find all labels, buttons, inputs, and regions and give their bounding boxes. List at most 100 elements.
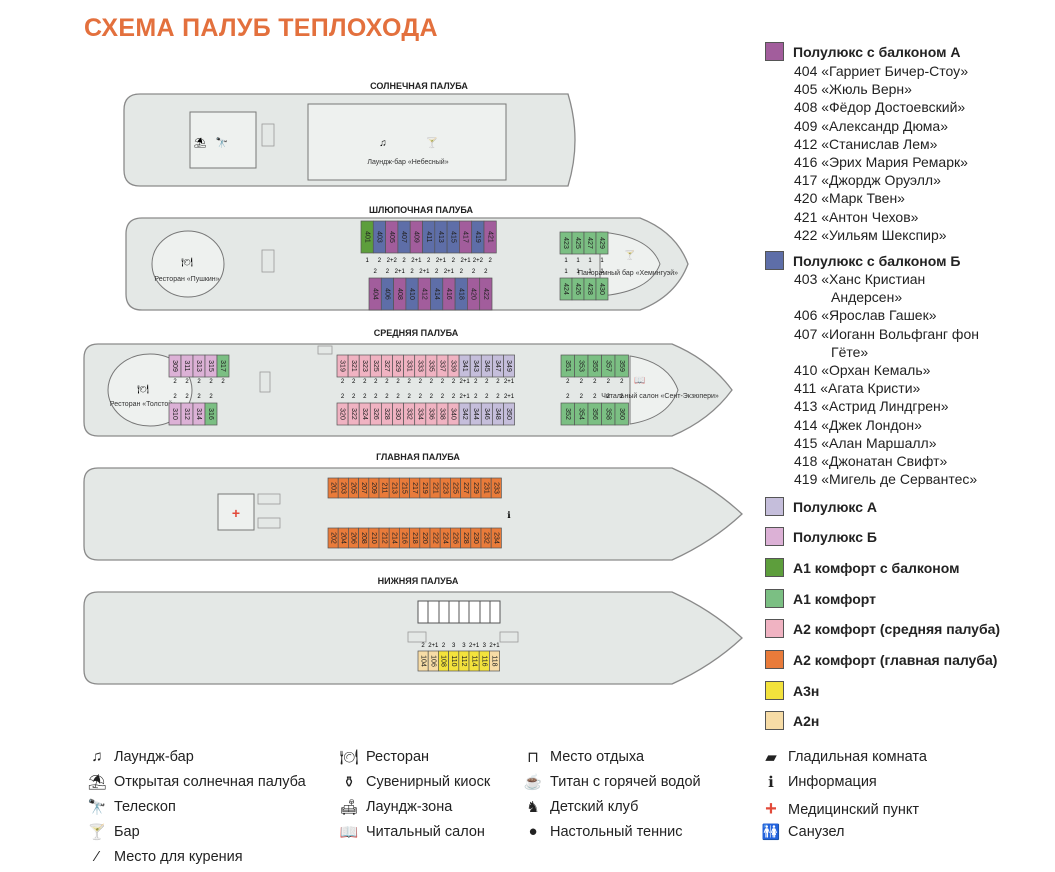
icon-legend-item: 🛋Лаундж-зона [338, 798, 452, 816]
cabin-capacity: 1 [576, 269, 580, 275]
cabin-number: 428 [586, 283, 593, 295]
cabin-capacity: 1 [365, 258, 369, 264]
deck-label-main: ГЛАВНАЯ ПАЛУБА [376, 452, 460, 462]
cabin-430[interactable] [595, 277, 609, 301]
legend-cabin-name: 410 «Орхан Кемаль» [794, 362, 931, 379]
legend-category-label: А2н [793, 712, 820, 729]
cabin-capacity: 2 [441, 394, 445, 400]
book-icon: 📖 [634, 375, 645, 385]
legend-cabin-list: 404 «Гарриет Бичер-Стоу»405 «Жюль Верн»4… [794, 62, 968, 244]
cabin-number: 341 [461, 360, 468, 372]
cabin-number: 342 [461, 408, 468, 420]
cabin-number: 337 [439, 360, 446, 372]
cabin-capacity: 2 [452, 394, 456, 400]
icon-legend-item: ▰Гладильная комната [760, 748, 927, 766]
legend-cabin-name: 420 «Марк Твен» [794, 190, 905, 207]
cabin-number: 104 [419, 655, 426, 667]
cabin-360[interactable] [614, 402, 629, 426]
cabin-capacity: 2 [209, 379, 213, 385]
cabin-number: 424 [562, 283, 569, 295]
boat-deck-bar-area [599, 231, 661, 297]
legend-cabin-name: 403 «Ханс Кристиан [794, 271, 926, 287]
cabin-capacity: 2 [460, 269, 464, 275]
legend-category-label: Полулюкс А [793, 498, 878, 515]
cabin-capacity: 2 [386, 269, 390, 275]
cabin-number: 114 [470, 655, 477, 666]
cabin-capacity: 2+1 [460, 394, 471, 400]
cabin-capacity: 2+1 [395, 269, 406, 275]
cabin-429[interactable] [595, 231, 609, 255]
legend-category-label: А2 комфорт (главная палуба) [793, 651, 998, 668]
cabin-capacity: 1 [564, 258, 568, 264]
cabin-number: 344 [472, 408, 479, 420]
cabin-number: 327 [383, 360, 390, 372]
cabin-349[interactable] [503, 354, 515, 378]
cabin-capacity: 2 [496, 394, 500, 400]
cabin-capacity: 2 [396, 394, 400, 400]
cabin-number: 312 [183, 408, 190, 420]
music-notes-icon: ♫ [379, 138, 387, 149]
deck-label-lower: НИЖНЯЯ ПАЛУБА [377, 576, 459, 586]
icon-legend-item: ⁄Место для курения [86, 848, 243, 865]
cabin-capacity: 1 [588, 258, 592, 264]
cabin-number: 324 [361, 408, 368, 420]
cabin-number: 232 [482, 532, 489, 544]
icon-legend-item: ●Настольный теннис [522, 823, 682, 840]
legend-category: А1 комфорт с балконом [765, 558, 959, 577]
legend-category-label: А1 комфорт с балконом [793, 559, 960, 576]
cabin-number: 230 [472, 532, 479, 544]
cabin-422[interactable] [479, 277, 493, 311]
cabin-421[interactable] [483, 220, 497, 254]
deck-label-sun: СОЛНЕЧНАЯ ПАЛУБА [370, 81, 468, 91]
cabin-number: 326 [372, 408, 379, 420]
music-notes-icon: ♫ [91, 748, 103, 765]
cabin-number: 206 [350, 532, 357, 544]
cabin-317[interactable] [216, 354, 230, 378]
cabin-number: 421 [486, 231, 493, 243]
cabin-233[interactable] [490, 477, 502, 499]
cabin-number: 313 [195, 360, 202, 372]
cabin-number: 212 [380, 532, 387, 544]
cabin-number: 310 [171, 408, 178, 420]
cabin-number: 214 [390, 532, 397, 544]
cabin-capacity: 2 [442, 643, 446, 649]
cabin-capacity: 2 [421, 643, 425, 649]
cabin-number: 222 [431, 532, 438, 544]
cabin-capacity: 2 [485, 394, 489, 400]
cabin-number: 315 [207, 360, 214, 372]
cabin-capacity: 1 [600, 269, 604, 275]
cabin-number: 412 [421, 288, 428, 300]
cabin-capacity: 2+1 [504, 394, 515, 400]
icon-legend-item: ⛱Открытая солнечная палуба [86, 773, 305, 791]
cabin-capacity: 2+1 [489, 643, 500, 649]
cabin-capacity: 2 [620, 379, 624, 385]
cabin-number: 317 [219, 360, 226, 372]
cabin-234[interactable] [490, 527, 502, 549]
legend-swatch [765, 650, 784, 669]
legend-cabin-name: 415 «Алан Маршалл» [794, 434, 937, 451]
icon-legend-item: 🚻Санузел [760, 823, 845, 841]
cabin-capacity: 2+1 [460, 379, 471, 385]
cabin-118[interactable] [489, 650, 500, 672]
legend-category-label: Полулюкс с балконом Б [793, 252, 961, 269]
cabin-316[interactable] [204, 402, 218, 426]
cabin-number: 359 [618, 360, 625, 372]
cabin-number: 203 [339, 482, 346, 494]
cabin-capacity: 2+1 [460, 258, 471, 264]
icon-legend-item: +Медицинский пункт [760, 798, 919, 821]
cabin-number: 358 [604, 408, 611, 420]
sofa-icon: 🛋 [339, 799, 359, 816]
cabin-capacity: 2 [620, 394, 624, 400]
cabin-capacity: 2 [341, 379, 345, 385]
cabin-capacity: 2 [173, 379, 177, 385]
cabin-350[interactable] [503, 402, 515, 426]
cabin-359[interactable] [614, 354, 629, 378]
icon-legend-label: Телескоп [114, 799, 176, 815]
icon-legend-item: ⚱Сувенирный киоск [338, 773, 490, 791]
legend-cabin-name: 409 «Александр Дюма» [794, 117, 948, 134]
legend-cabin-name: 417 «Джордж Оруэлл» [794, 172, 941, 189]
cabin-number: 216 [401, 532, 408, 544]
cabin-capacity: 2+2 [473, 258, 484, 264]
cabin-capacity: 1 [588, 269, 592, 275]
